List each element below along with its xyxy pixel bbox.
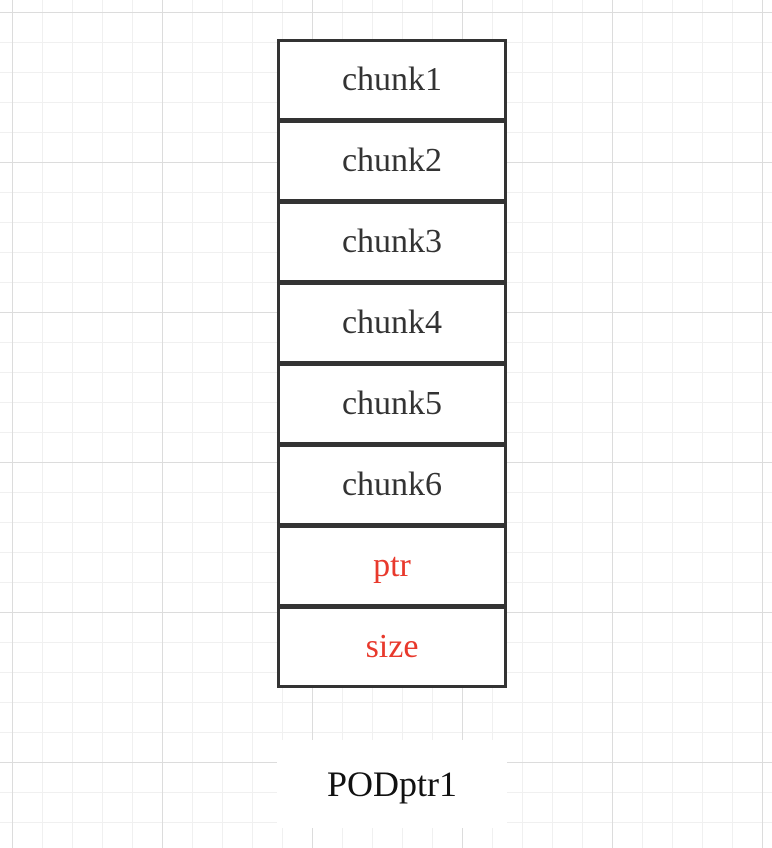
- chunk1-cell: chunk1: [277, 39, 507, 121]
- chunk5-cell: chunk5: [277, 363, 507, 445]
- chunk4-cell: chunk4: [277, 282, 507, 364]
- chunk6-cell: chunk6: [277, 444, 507, 526]
- chunk3-cell: chunk3: [277, 201, 507, 283]
- size-cell: size: [277, 606, 507, 688]
- chunk2-cell: chunk2: [277, 120, 507, 202]
- caption-label: PODptr1: [277, 740, 507, 828]
- ptr-cell: ptr: [277, 525, 507, 607]
- memory-block-stack: chunk1 chunk2 chunk3 chunk4 chunk5 chunk…: [277, 39, 507, 688]
